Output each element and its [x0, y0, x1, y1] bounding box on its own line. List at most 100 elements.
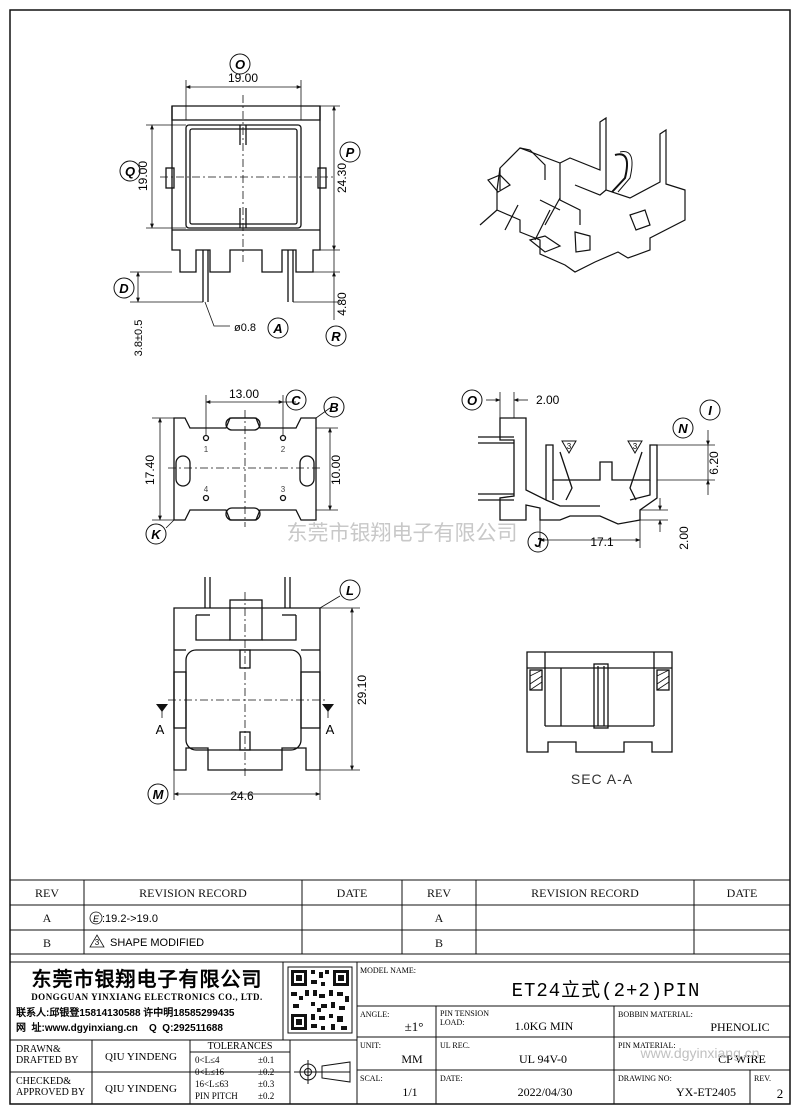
- rev-value: 2: [777, 1086, 784, 1101]
- bobbin-material-label: BOBBIN MATERIAL:: [618, 1010, 693, 1019]
- projection-symbol-icon: [294, 1060, 351, 1084]
- dim-pin-pitch: 13.00: [229, 387, 259, 401]
- pin-material-label: PIN MATERIAL:: [618, 1041, 676, 1050]
- tolerance-value-1: ±0.1: [258, 1055, 274, 1065]
- pin-tension-value: 1.0KG MIN: [515, 1019, 574, 1033]
- front-top-view: [165, 105, 327, 302]
- dim-side-top: 2.00: [536, 393, 560, 407]
- date-header-1: DATE: [337, 886, 368, 900]
- balloon-label: L: [346, 583, 354, 598]
- balloon-label: K: [151, 527, 162, 542]
- rev-header-2: REV: [427, 886, 451, 900]
- qr-code-icon: [287, 966, 353, 1034]
- ul-rec-value: UL 94V-0: [519, 1052, 567, 1066]
- dim-bottom-width: 24.6: [230, 789, 254, 803]
- tolerance-range-1: 0<L≤4: [195, 1055, 220, 1065]
- balloon-J: J: [527, 531, 549, 553]
- balloon-label: B: [329, 400, 338, 415]
- callout-number: 3: [567, 442, 572, 451]
- dim-pin-length: 3.8±0.5: [133, 320, 145, 357]
- revision-a-record: E :19.2->19.0: [89, 911, 158, 925]
- balloon-I: I: [699, 399, 721, 421]
- drawn-by-value: QIU YINDENG: [105, 1051, 177, 1063]
- title-block-grid: [9, 961, 791, 1105]
- drawing-no-label: DRAWING NO:: [618, 1074, 672, 1083]
- date-label: DATE:: [440, 1074, 463, 1083]
- company-name-cn: 东莞市银翔电子有限公司: [32, 967, 263, 991]
- isometric-view: [479, 116, 686, 273]
- dim-bottom-right: 10.00: [329, 455, 343, 485]
- dim-side-bottom: 17.1: [590, 535, 614, 549]
- tolerance-value-2: ±0.2: [258, 1067, 274, 1077]
- balloon-M: M: [147, 783, 169, 805]
- rev-a-right: A: [435, 911, 444, 925]
- balloon-O-side: O: [461, 389, 483, 411]
- drawing-no-value: YX-ET2405: [676, 1085, 736, 1099]
- rev-label: REV.: [754, 1074, 771, 1083]
- date-value: 2022/04/30: [518, 1085, 573, 1099]
- balloon-label: O: [235, 57, 245, 72]
- revision-b-text: SHAPE MODIFIED: [110, 937, 204, 949]
- side-callout-triangle-right: 3: [627, 440, 643, 454]
- rev-b: B: [43, 936, 51, 950]
- pin-number-3: 3: [281, 485, 286, 494]
- balloon-O-front: O: [229, 53, 251, 75]
- balloon-A-front: A: [267, 317, 289, 339]
- checked-by-value: QIU YINDENG: [105, 1083, 177, 1095]
- checked-by-label-line1: CHECKED&: [16, 1076, 71, 1087]
- bottom-front-view: [173, 577, 321, 771]
- balloon-label: I: [708, 403, 712, 418]
- section-arrow-right: [322, 704, 334, 712]
- tolerance-value-3: ±0.3: [258, 1079, 275, 1089]
- company-name-en: DONGGUAN YINXIANG ELECTRONICS CO., LTD.: [31, 992, 263, 1002]
- side-view: [478, 417, 658, 525]
- balloon-C: C: [285, 389, 307, 411]
- revision-record-header-2: REVISION RECORD: [531, 886, 639, 900]
- angle-value: ±1°: [405, 1019, 424, 1034]
- scale-label: SCAL:: [360, 1074, 383, 1083]
- tolerance-value-4: ±0.2: [258, 1091, 274, 1101]
- balloon-D: D: [113, 277, 135, 299]
- balloon-label: C: [291, 393, 301, 408]
- bottom-pin-view: [173, 417, 317, 521]
- rev-header-1: REV: [35, 886, 59, 900]
- contact-info: 联系人:邱银登15814130588 许中明18585299435: [16, 1006, 235, 1019]
- pin-material-value: CP WIRE: [718, 1052, 766, 1066]
- unit-label: UNIT:: [360, 1041, 381, 1050]
- pin-tension-label-line1: PIN TENSION: [440, 1009, 489, 1018]
- dim-front-top: 19.00: [228, 71, 258, 85]
- revision-a-text: :19.2->19.0: [102, 913, 158, 925]
- tolerance-range-3: 16<L≤63: [195, 1079, 229, 1089]
- revision-a-mark: E: [93, 914, 100, 924]
- unit-value: MM: [401, 1052, 423, 1066]
- rev-a: A: [43, 911, 52, 925]
- balloon-label: N: [678, 421, 688, 436]
- balloon-K: K: [145, 523, 167, 545]
- balloon-label: J: [534, 535, 542, 550]
- tolerance-range-4: PIN PITCH: [195, 1091, 238, 1101]
- balloon-N: N: [672, 417, 694, 439]
- date-header-2: DATE: [727, 886, 758, 900]
- scale-value: 1/1: [402, 1085, 417, 1099]
- website-info: 网 址:www.dgyinxiang.cn Q Q:292511688: [16, 1021, 223, 1034]
- revision-record-header-1: REVISION RECORD: [139, 886, 247, 900]
- balloon-B: B: [323, 396, 345, 418]
- balloon-R: R: [325, 325, 347, 347]
- balloon-label: M: [153, 787, 165, 802]
- section-arrow-left: [156, 704, 168, 712]
- drawn-by-label-line2: DRAFTED BY: [16, 1055, 79, 1066]
- pin-number-1: 1: [204, 445, 209, 454]
- section-mark-right: A: [326, 722, 335, 737]
- balloon-Q: Q: [119, 160, 141, 182]
- dim-pin-diameter: ø0.8: [234, 322, 256, 334]
- balloon-label: P: [346, 145, 355, 160]
- dim-front-right-lower: 4.80: [335, 292, 349, 316]
- pin-number-4: 4: [204, 485, 209, 494]
- drawn-by-label-line1: DRAWN&: [16, 1044, 61, 1055]
- balloon-label: D: [119, 281, 129, 296]
- callout-number: 3: [633, 442, 638, 451]
- balloon-label: Q: [125, 164, 135, 179]
- balloon-label: R: [331, 329, 341, 344]
